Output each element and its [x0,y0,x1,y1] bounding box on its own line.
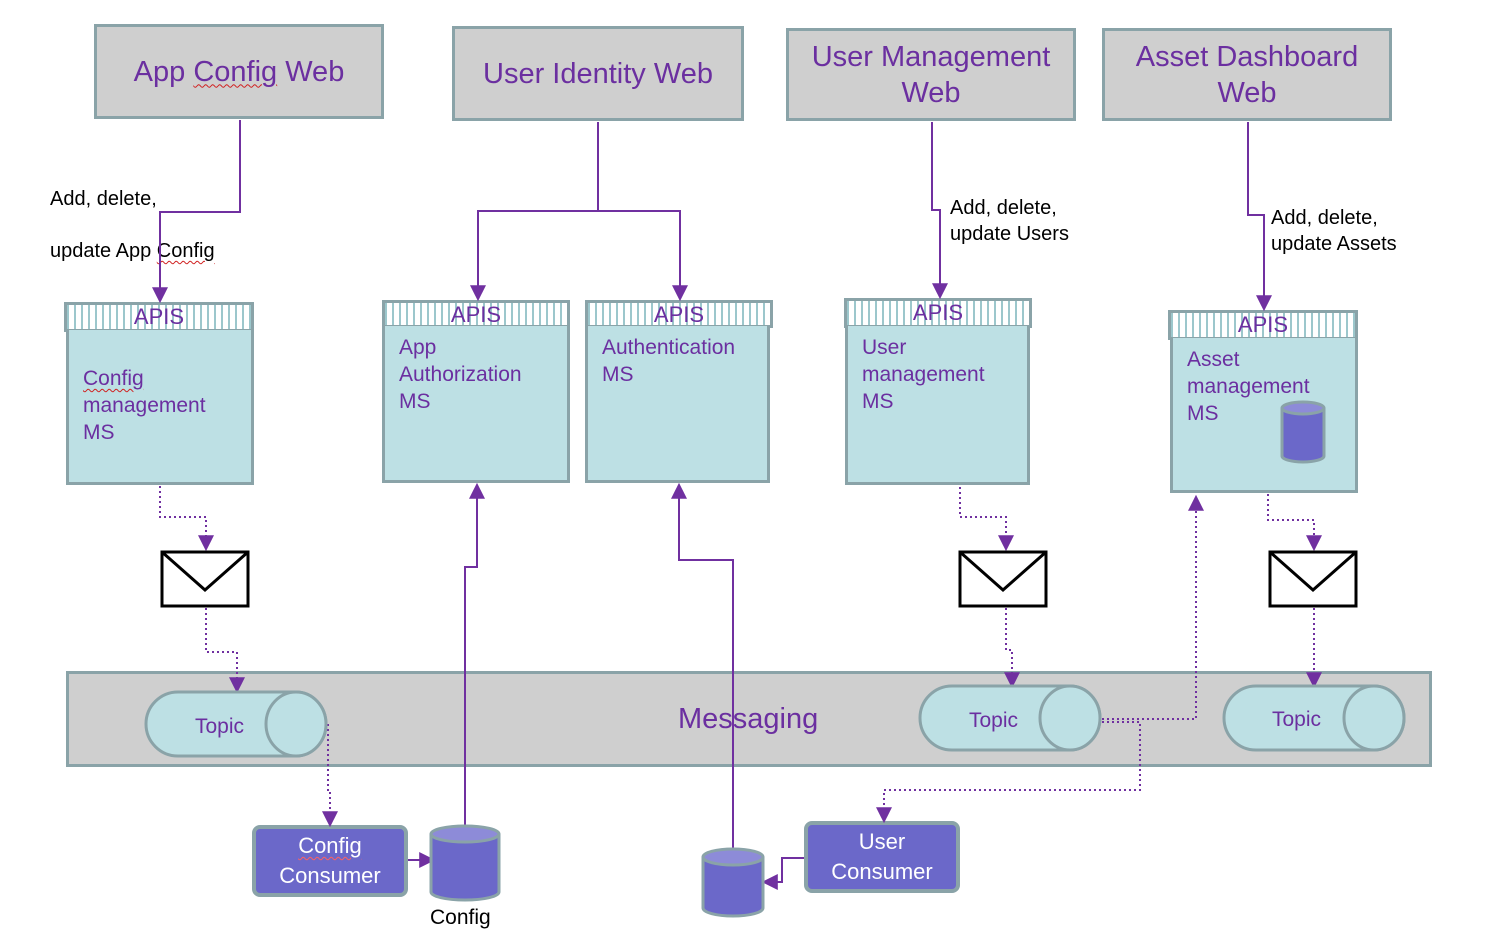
config-db-to-authorization-arrow [464,482,485,830]
app-config-web-config-word: Config [193,55,278,88]
user-topic-icon [918,684,1102,752]
identity-to-authorization-arrow [470,122,599,302]
user-management-apis-bar: APIS [844,298,1032,328]
authorization-apis-label: APIS [450,302,502,327]
config-envelope-to-topic [205,608,245,694]
user-consumer-label: User Consumer [831,829,933,884]
authentication-apis-bar: APIS [585,300,773,328]
app-config-web-label: App Config Web [133,55,345,88]
asset-management-ms: Asset management MS [1170,338,1358,493]
app-config-note-line2-text: update App [50,240,157,262]
user-identity-web-box: User Identity Web [452,26,744,121]
config-consumer-config-word: Config [298,833,362,858]
asset-ms-to-envelope [1267,494,1322,552]
app-config-note-line2: update App Config [50,238,215,264]
user-db-to-authentication-arrow [671,482,734,856]
asset-dashboard-arrow [1247,122,1272,312]
config-db-icon [429,824,501,902]
user-consumer: User Consumer [804,821,960,893]
user-management-arrow [931,122,948,300]
authentication-ms: Authentication MS [585,326,770,483]
user-management-apis-label: APIS [912,300,964,325]
user-management-web-label: User Management Web [811,40,1051,109]
user-management-ms: User management MS [845,326,1030,485]
user-ms-to-envelope [959,487,1014,552]
config-consumer-rest: Consumer [279,863,381,888]
config-management-ms: Config management MS [66,330,254,485]
asset-envelope-icon [1268,550,1358,608]
app-authorization-ms: App Authorization MS [382,326,570,483]
config-envelope-icon [160,550,250,608]
identity-to-authentication-arrow [598,210,688,302]
app-config-note: Add, delete, update App Config [50,160,215,290]
authentication-apis-label: APIS [653,302,705,327]
app-config-web-box: App Config Web [94,24,384,119]
config-topic-icon [144,690,328,758]
asset-dashboard-web-label: Asset Dashboard Web [1135,40,1359,109]
assets-note: Add, delete, update Assets [1271,207,1397,255]
user-identity-web-label: User Identity Web [483,57,713,90]
asset-dashboard-web-box: Asset Dashboard Web [1102,28,1392,121]
asset-apis-label: APIS [1237,312,1289,337]
config-management-ms-label: management MS [83,394,206,444]
user-topic-to-asset-ms [1102,494,1204,720]
asset-topic-icon [1222,684,1406,752]
app-config-note-line1: Add, delete, [50,188,157,210]
user-consumer-to-db-arrow [761,857,804,890]
user-db-icon [701,847,765,918]
asset-topic-label: Topic [1272,708,1321,731]
user-envelope-icon [958,550,1048,608]
config-consumer-label: Config Consumer [279,831,380,891]
user-topic-to-user-consumer [876,721,1141,824]
asset-db-icon [1280,400,1326,464]
app-config-arrow [152,120,241,304]
messaging-label: Messaging [678,703,819,735]
user-topic-label: Topic [969,709,1018,732]
config-store-label: Config [430,906,491,929]
user-management-web-box: User Management Web [786,28,1076,121]
config-management-ms-config-word: Config [83,367,144,390]
user-envelope-to-topic [1004,608,1020,689]
config-ms-to-envelope [159,486,214,552]
app-config-note-config-word: Config [156,240,215,262]
config-topic-label: Topic [195,715,244,738]
config-apis-label: APIS [133,304,185,329]
users-note: Add, delete, update Users [950,197,1069,245]
config-topic-to-consumer [322,724,338,828]
